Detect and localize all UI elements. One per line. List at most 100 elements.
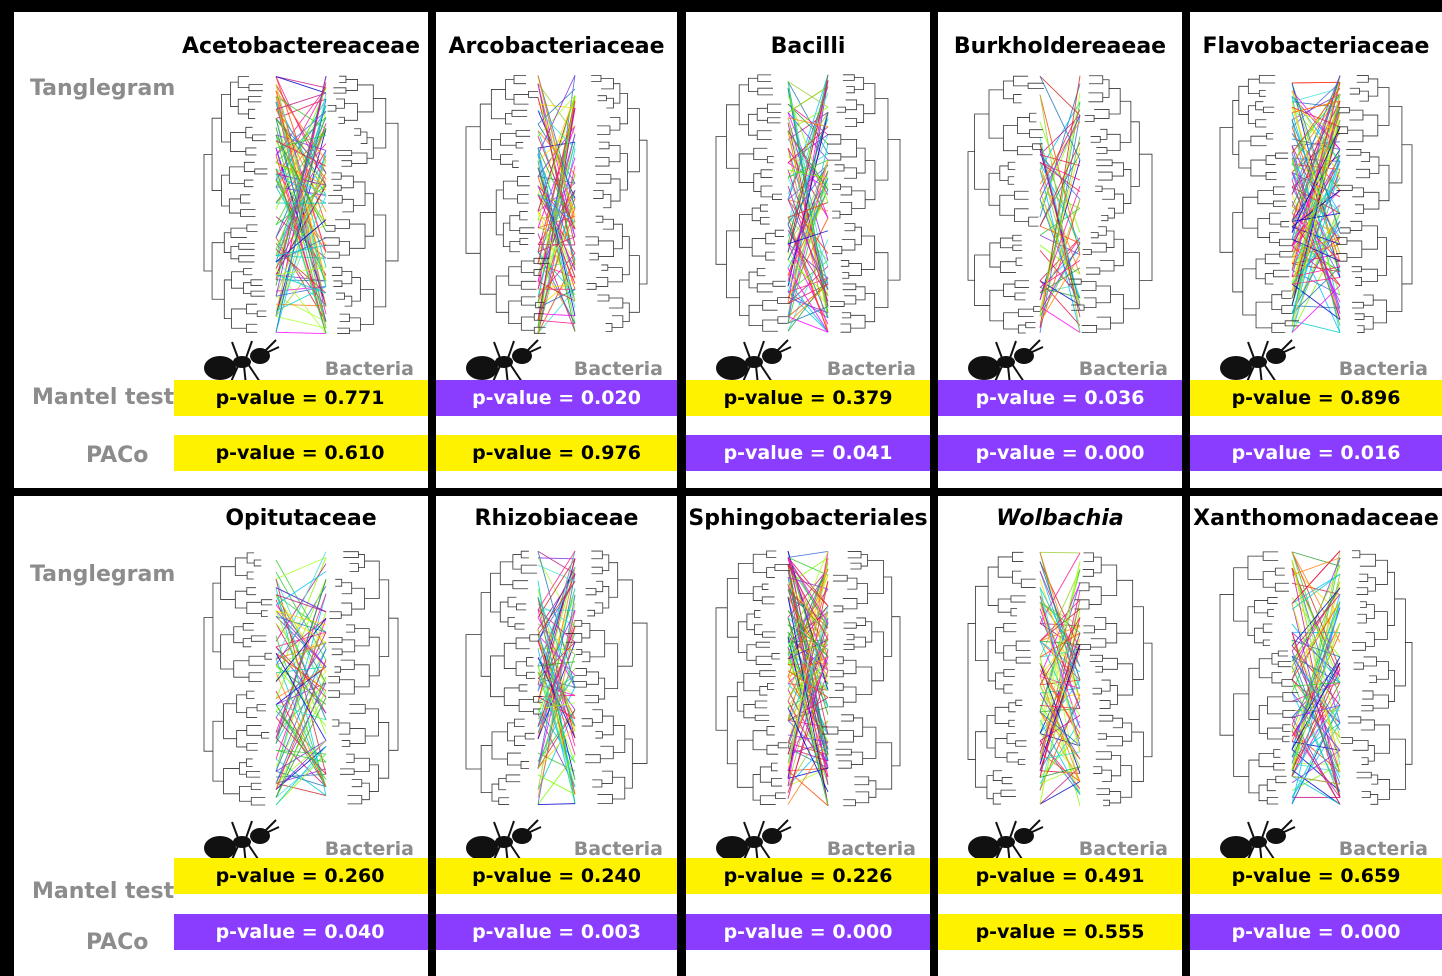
paco-pvalue: p-value = 0.003 (436, 914, 677, 950)
mantel-pvalue: p-value = 0.659 (1190, 858, 1442, 894)
association-links (537, 75, 576, 334)
association-links (787, 550, 829, 807)
tanglegram-label: Tanglegram (30, 76, 176, 101)
paco-pvalue: p-value = 0.555 (938, 914, 1182, 950)
bacteria-tree (585, 74, 648, 332)
host-tree (465, 550, 543, 805)
host-tree (1219, 551, 1299, 805)
ant-icon (1220, 339, 1296, 386)
panel-title: Xanthomonadaceae (1193, 506, 1439, 531)
ant-icon (716, 819, 792, 866)
tanglegram-plot (715, 74, 901, 333)
bacteria-label: Bacteria (1078, 358, 1168, 380)
association-links (1039, 75, 1081, 334)
bacteria-tree (1068, 75, 1153, 333)
ant-icon (968, 339, 1044, 386)
paco-pvalue: p-value = 0.976 (436, 435, 677, 471)
tanglegram-plot (715, 550, 901, 807)
panel-title: Sphingobacteriales (688, 506, 928, 531)
mantel-pvalue: p-value = 0.896 (1190, 380, 1442, 416)
mantel-pvalue: p-value = 0.260 (174, 858, 428, 894)
mantel-pvalue: p-value = 0.226 (686, 858, 930, 894)
association-links (787, 74, 829, 333)
tanglegram-plot (203, 75, 399, 335)
bacteria-tree (323, 75, 399, 334)
mantel-pvalue: p-value = 0.020 (436, 380, 677, 416)
tanglegram-plot (1219, 550, 1413, 805)
tanglegram-plot (967, 551, 1153, 807)
paco-pvalue: p-value = 0.000 (1190, 914, 1442, 950)
paco-pvalue: p-value = 0.610 (174, 435, 428, 471)
ant-icon (1220, 819, 1296, 866)
bacteria-label: Bacteria (324, 358, 414, 380)
bacteria-tree (1074, 552, 1153, 807)
mantel-pvalue: p-value = 0.491 (938, 858, 1182, 894)
tanglegram-plot (967, 75, 1153, 334)
paco-pvalue: p-value = 0.040 (174, 914, 428, 950)
host-tree (967, 551, 1036, 805)
host-tree (1219, 74, 1300, 333)
ant-icon (466, 819, 542, 866)
paco-label: PACo (86, 930, 149, 955)
mantel-test-label: Mantel test (32, 385, 175, 410)
paco-pvalue: p-value = 0.041 (686, 435, 930, 471)
bacteria-tree (1336, 75, 1413, 333)
tanglegram-plot (465, 550, 648, 805)
mantel-test-label: Mantel test (32, 879, 175, 904)
host-tree (967, 75, 1044, 334)
mantel-pvalue: p-value = 0.240 (436, 858, 677, 894)
ant-icon (716, 339, 792, 386)
bacteria-label: Bacteria (1078, 838, 1168, 860)
mantel-pvalue: p-value = 0.379 (686, 380, 930, 416)
host-tree (715, 74, 791, 332)
ant-icon (204, 819, 280, 866)
bacteria-tree (328, 551, 399, 805)
panel-title: Opitutaceae (225, 506, 377, 531)
association-links (537, 550, 576, 805)
tanglegram-plot (1219, 74, 1413, 333)
bacteria-tree (565, 550, 648, 805)
paco-pvalue: p-value = 0.016 (1190, 435, 1442, 471)
tanglegram-plot (203, 551, 399, 806)
association-links (275, 76, 327, 335)
bacteria-label: Bacteria (1338, 838, 1428, 860)
ant-icon (204, 339, 280, 386)
host-tree (715, 550, 791, 805)
paco-label: PACo (86, 443, 149, 468)
tanglegram-plot (465, 74, 648, 334)
bacteria-label: Bacteria (826, 838, 916, 860)
panel-title: Bacilli (770, 34, 846, 59)
association-links (1291, 75, 1341, 333)
bacteria-label: Bacteria (1338, 358, 1428, 380)
bacteria-label: Bacteria (826, 358, 916, 380)
bacteria-tree (822, 551, 901, 807)
association-links (275, 551, 327, 806)
ant-icon (968, 819, 1044, 866)
bacteria-label: Bacteria (324, 838, 414, 860)
mantel-pvalue: p-value = 0.036 (938, 380, 1182, 416)
panel-title: Rhizobiaceae (474, 506, 639, 531)
association-links (1039, 551, 1081, 806)
mantel-pvalue: p-value = 0.771 (174, 380, 428, 416)
host-tree (465, 75, 550, 334)
bacteria-label: Bacteria (573, 838, 663, 860)
host-tree (203, 552, 273, 806)
row-labels-bottom: Tanglegram Mantel test PACo (14, 496, 176, 976)
ant-icon (466, 339, 542, 386)
tanglegram-label: Tanglegram (30, 562, 176, 587)
panel-title: Burkholdereaeae (953, 34, 1167, 59)
panel-title: Wolbachia (996, 506, 1124, 531)
panel-title: Acetobactereaceae (181, 34, 421, 59)
association-links (1291, 550, 1341, 805)
row-labels-top: Tanglegram Mantel test PACo (14, 12, 176, 488)
